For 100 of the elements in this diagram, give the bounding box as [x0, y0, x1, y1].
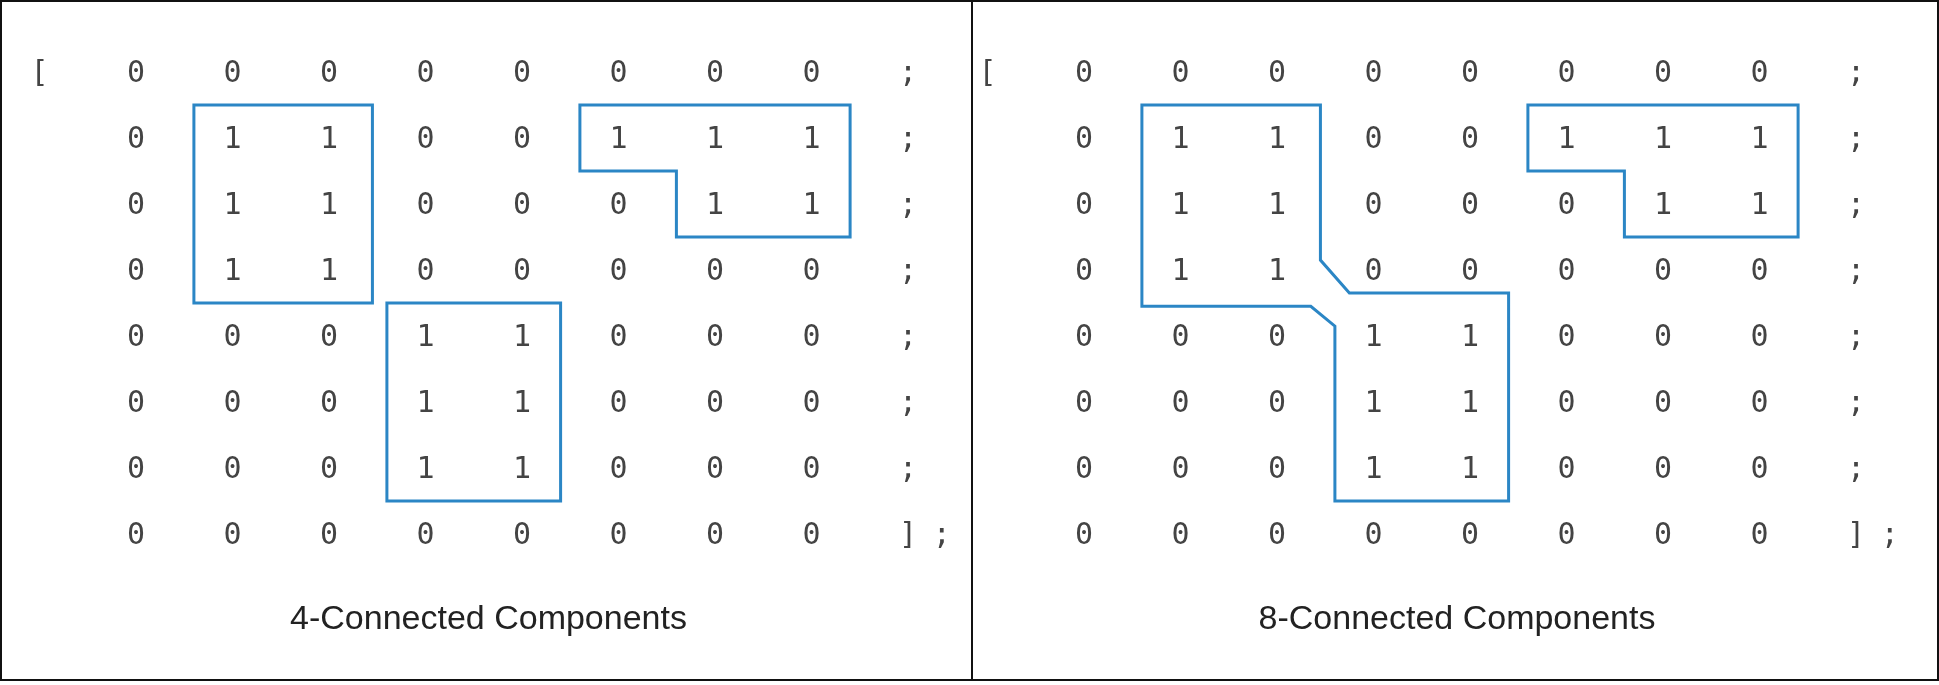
- semicolon: ;: [1846, 252, 1866, 288]
- matrix-entry: 0: [1653, 252, 1673, 288]
- matrix-entry: 0: [1364, 186, 1383, 222]
- matrix-entry: 0: [126, 318, 146, 354]
- matrix-entry: 0: [319, 54, 339, 90]
- bracket: [: [978, 54, 997, 90]
- semicolon: ;: [1846, 384, 1866, 420]
- matrix-entry: 1: [609, 120, 628, 156]
- matrix-entry: 0: [705, 384, 725, 420]
- panel: [0, 0, 973, 681]
- matrix-entry: 0: [609, 384, 628, 420]
- matrix-entry: 0: [609, 516, 628, 552]
- panel: [971, 0, 1939, 681]
- matrix-entry: 0: [126, 450, 146, 486]
- matrix-entry: 0: [416, 516, 435, 552]
- matrix-entry: 1: [223, 252, 242, 288]
- matrix-entry: 0: [1460, 252, 1480, 288]
- matrix-entry: 0: [319, 450, 339, 486]
- matrix-entry: 0: [1267, 516, 1287, 552]
- semicolon: ;: [898, 120, 918, 156]
- panel-caption: 8-Connected Components: [1258, 597, 1656, 637]
- semicolon: ;: [1846, 450, 1866, 486]
- matrix-entry: 0: [1267, 54, 1287, 90]
- matrix-entry: 0: [1557, 384, 1576, 420]
- matrix-entry: 1: [416, 450, 435, 486]
- matrix-entry: 0: [319, 384, 339, 420]
- matrix-entry: 0: [802, 516, 821, 552]
- matrix-entry: 0: [705, 252, 725, 288]
- matrix-entry: 0: [1460, 516, 1480, 552]
- matrix-entry: 0: [126, 186, 146, 222]
- matrix-entry: 0: [705, 450, 725, 486]
- matrix-entry: 1: [319, 186, 339, 222]
- matrix-entry: 1: [1364, 450, 1383, 486]
- matrix-entry: 0: [1653, 384, 1673, 420]
- matrix-entry: 0: [126, 54, 146, 90]
- matrix-entry: 1: [1364, 384, 1383, 420]
- semicolon: ;: [1880, 516, 1899, 552]
- semicolon: ;: [898, 54, 918, 90]
- matrix-entry: 1: [1171, 252, 1190, 288]
- matrix-entry: 0: [1074, 450, 1094, 486]
- matrix-entry: 0: [512, 186, 532, 222]
- matrix-entry: 0: [126, 120, 146, 156]
- matrix-entry: 0: [512, 54, 532, 90]
- matrix-entry: 0: [223, 384, 242, 420]
- matrix-entry: 0: [319, 516, 339, 552]
- semicolon: ;: [898, 252, 918, 288]
- matrix-entry: 0: [1557, 516, 1576, 552]
- matrix-entry: 0: [1171, 54, 1190, 90]
- matrix-entry: 1: [1460, 450, 1480, 486]
- matrix-entry: 0: [609, 54, 628, 90]
- matrix-entry: 0: [609, 252, 628, 288]
- matrix-entry: 1: [1364, 318, 1383, 354]
- matrix-entry: 0: [705, 54, 725, 90]
- semicolon: ;: [1846, 120, 1866, 156]
- matrix-entry: 1: [416, 318, 435, 354]
- matrix-entry: 0: [1557, 450, 1576, 486]
- matrix-entry: 0: [1171, 516, 1190, 552]
- matrix-entry: 0: [1557, 186, 1576, 222]
- semicolon: ;: [898, 318, 918, 354]
- matrix-entry: 0: [1750, 54, 1769, 90]
- bracket: [: [30, 54, 49, 90]
- matrix-entry: 0: [319, 318, 339, 354]
- matrix-entry: 0: [1460, 120, 1480, 156]
- matrix-entry: 0: [126, 384, 146, 420]
- matrix-entry: 0: [1074, 516, 1094, 552]
- matrix-entry: 0: [1074, 120, 1094, 156]
- matrix-entry: 0: [1074, 318, 1094, 354]
- bracket: ]: [898, 516, 918, 552]
- matrix-entry: 0: [705, 516, 725, 552]
- matrix-entry: 0: [1171, 384, 1190, 420]
- matrix-entry: 0: [802, 450, 821, 486]
- matrix-entry: 0: [416, 120, 435, 156]
- matrix-entry: 0: [223, 54, 242, 90]
- matrix-entry: 0: [1171, 450, 1190, 486]
- matrix-entry: 1: [512, 318, 532, 354]
- matrix-entry: 0: [1557, 252, 1576, 288]
- matrix-entry: 1: [319, 120, 339, 156]
- matrix-entry: 0: [1267, 384, 1287, 420]
- matrix-entry: 1: [223, 186, 242, 222]
- semicolon: ;: [898, 450, 918, 486]
- matrix-entry: 0: [1750, 252, 1769, 288]
- matrix-entry: 0: [1074, 54, 1094, 90]
- matrix-entry: 0: [1364, 252, 1383, 288]
- matrix-entry: 0: [1364, 120, 1383, 156]
- matrix-entry: 0: [1364, 54, 1383, 90]
- matrix-entry: 0: [512, 120, 532, 156]
- matrix-entry: 0: [1557, 318, 1576, 354]
- panel-caption: 4-Connected Components: [290, 597, 687, 637]
- matrix-entry: 0: [609, 450, 628, 486]
- matrix-entry: 1: [512, 450, 532, 486]
- semicolon: ;: [1846, 318, 1866, 354]
- matrix-entry: 0: [802, 252, 821, 288]
- semicolon: ;: [1846, 54, 1866, 90]
- matrix-entry: 0: [1460, 186, 1480, 222]
- matrix-entry: 1: [1557, 120, 1576, 156]
- matrix-entry: 0: [1364, 516, 1383, 552]
- matrix-entry: 1: [416, 384, 435, 420]
- matrix-entry: 0: [1267, 318, 1287, 354]
- matrix-entry: 0: [802, 54, 821, 90]
- matrix-entry: 0: [416, 186, 435, 222]
